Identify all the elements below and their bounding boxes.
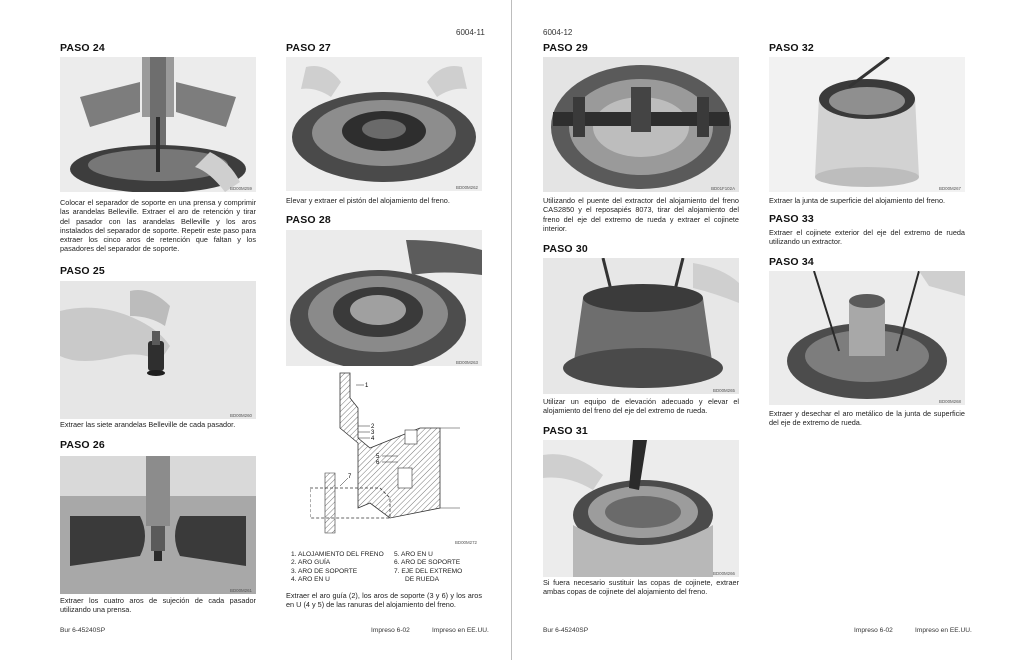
step-25-text: Extraer las siete arandelas Belleville d… <box>60 420 236 429</box>
right-page-number: 6004-12 <box>543 28 573 37</box>
page-spread-divider <box>511 0 512 660</box>
legend-item-7: 7. EJE DEL EXTREMO <box>394 567 463 575</box>
step-28-title: PASO 28 <box>286 214 331 226</box>
step-28-photo: BD00M263 <box>286 230 482 366</box>
callout-4: 4 <box>371 436 375 442</box>
step-24-title: PASO 24 <box>60 42 105 54</box>
step-28-legend-left: 1. ALOJAMIENTO DEL FRENO 2. ARO GUÍA 3. … <box>291 551 391 585</box>
step-29-text: Utilizando el puente del extractor del a… <box>543 196 739 233</box>
right-footer-code: Bur 6-45240SP <box>543 627 589 634</box>
step-34-photo-code: BD00M268 <box>939 399 961 404</box>
step-29-photo: BD01F102A <box>543 57 739 192</box>
legend-item-3: 3. ARO DE SOPORTE <box>291 567 358 575</box>
step-28-legend-right: 5. ARO EN U 6. ARO DE SOPORTE 7. EJE DEL… <box>394 551 484 585</box>
step-24-text: Colocar el separador de soporte en una p… <box>60 198 256 254</box>
step-27-photo: BD00M262 <box>286 57 482 191</box>
step-34-photo: BD00M268 <box>769 271 965 405</box>
legend-item-6: 6. ARO DE SOPORTE <box>394 559 461 567</box>
callout-6: 6 <box>376 460 380 466</box>
callout-3: 3 <box>371 430 375 436</box>
step-31-photo: BD00M266 <box>543 440 739 577</box>
step-28-photo-code: BD00M263 <box>456 360 478 365</box>
step-28-text: Extraer el aro guía (2), los aros de sop… <box>286 591 482 610</box>
step-31-title: PASO 31 <box>543 425 588 437</box>
left-footer-code: Bur 6-45240SP <box>60 627 106 634</box>
step-34-text: Extraer y desechar el aro metálico de la… <box>769 409 965 428</box>
step-27-title: PASO 27 <box>286 42 331 54</box>
step-34-title: PASO 34 <box>769 256 814 268</box>
right-footer-country: Impreso en EE.UU. <box>915 627 972 634</box>
callout-2: 2 <box>371 424 375 430</box>
legend-item-4: 4. ARO EN U <box>291 576 330 584</box>
step-32-text: Extraer la junta de superficie del aloja… <box>769 196 946 205</box>
left-footer-country: Impreso en EE.UU. <box>432 627 489 634</box>
step-31-photo-code: BD00M266 <box>713 571 735 576</box>
step-30-photo-code: BD00M265 <box>713 388 735 393</box>
step-26-photo-code: BD00M261 <box>230 588 252 593</box>
step-32-photo: BD00M267 <box>769 57 965 192</box>
step-25-photo: BD00M260 <box>60 281 256 419</box>
step-30-photo: BD00M265 <box>543 258 739 394</box>
legend-item-5: 5. ARO EN U <box>394 551 433 558</box>
step-30-text: Utilizar un equipo de elevación adecuado… <box>543 397 739 416</box>
step-25-title: PASO 25 <box>60 265 105 277</box>
callout-7: 7 <box>348 474 352 480</box>
legend-item-7-continued: DE RUEDA <box>405 576 440 584</box>
step-32-title: PASO 32 <box>769 42 814 54</box>
step-27-photo-code: BD00M262 <box>456 185 478 190</box>
step-33-text: Extraer el cojinete exterior del eje del… <box>769 228 965 247</box>
step-26-text: Extraer los cuatro aros de sujeción de c… <box>60 596 256 615</box>
step-31-text: Si fuera necesario sustituir las copas d… <box>543 578 739 597</box>
right-footer-printed: Impreso 6-02 <box>854 627 893 634</box>
left-page-number: 6004-11 <box>456 28 485 37</box>
step-25-photo-code: BD00M260 <box>230 413 252 418</box>
step-33-title: PASO 33 <box>769 213 814 225</box>
step-32-photo-code: BD00M267 <box>939 186 961 191</box>
step-29-photo-code: BD01F102A <box>711 186 735 191</box>
callout-5: 5 <box>376 454 380 460</box>
callout-1: 1 <box>365 383 369 389</box>
step-27-text: Elevar y extraer el pistón del alojamien… <box>286 196 450 205</box>
legend-item-2: 2. ARO GUÍA <box>291 559 331 567</box>
step-29-title: PASO 29 <box>543 42 588 54</box>
step-28-diagram-code: BD00M272 <box>455 540 478 545</box>
step-28-cross-section-diagram: 1 2 3 4 5 6 7 BD00M272 <box>309 368 482 548</box>
step-26-photo: BD00M261 <box>60 456 256 594</box>
step-30-title: PASO 30 <box>543 243 588 255</box>
left-footer-printed: Impreso 6-02 <box>371 627 410 634</box>
step-24-photo: BD00M259 <box>60 57 256 192</box>
step-24-photo-code: BD00M259 <box>230 186 252 191</box>
step-26-title: PASO 26 <box>60 439 105 451</box>
legend-item-1: 1. ALOJAMIENTO DEL FRENO <box>291 551 384 558</box>
